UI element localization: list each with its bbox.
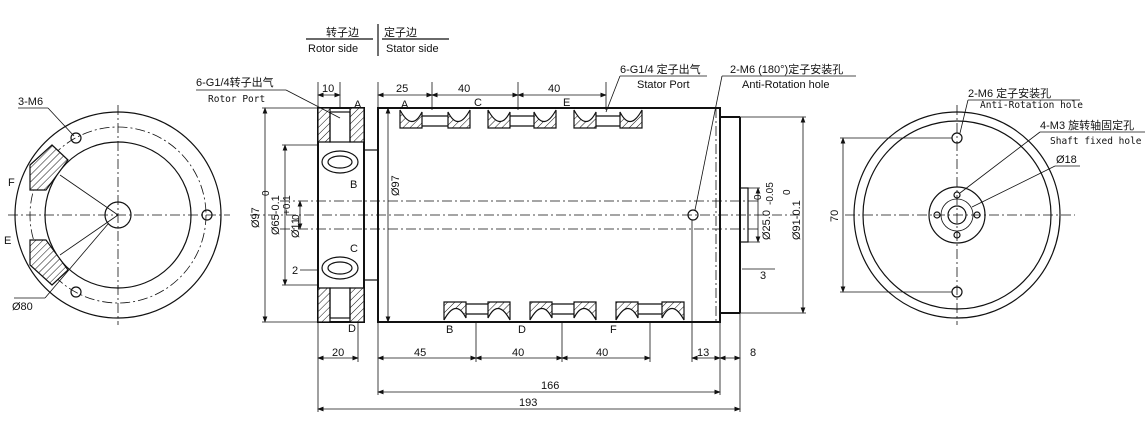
right-end-view: 70 2-M6 定子安装孔 Anti-Rotation hole 4-M3 旋转…: [829, 86, 1145, 325]
dia18: Ø18: [1056, 154, 1077, 166]
dim-bottom-45: 45: [414, 347, 426, 359]
groove-e-top: [573, 109, 597, 129]
dim-bottom-40-a: 40: [512, 347, 524, 359]
letter-b-bottom: B: [446, 324, 453, 336]
dim-3: 3: [760, 270, 766, 282]
left-end-view: 3-M6 F E Ø80: [4, 96, 230, 325]
stator-port-en: Stator Port: [637, 79, 690, 91]
label-e: E: [4, 235, 11, 247]
letter-b-rotor: B: [350, 179, 357, 191]
letter-c-rotor: C: [350, 243, 358, 255]
rotor-port-en: Rotor Port: [208, 94, 265, 105]
dim-phi97-mid: Ø97: [390, 175, 402, 196]
dim-0-left: 0: [261, 190, 272, 196]
shaft-hole-2: [973, 211, 981, 219]
groove-b-bottom: [443, 301, 467, 321]
anti-rotation-hole: [687, 209, 699, 221]
shaft-holes-cn: 4-M3 旋转轴固定孔: [1040, 118, 1134, 132]
letter-c-top: C: [474, 97, 482, 109]
letter-d-rotor: D: [348, 323, 356, 335]
letter-f-bottom: F: [610, 324, 617, 336]
letter-d-bottom: D: [518, 324, 526, 336]
front-section-view: Ø97 0 Ø65-0.1 +0.1 0 Ø11 Ø97 2 -0.05 Ø25…: [196, 62, 856, 412]
dim-bottom-40-b: 40: [596, 347, 608, 359]
mounting-hole-bottom: [70, 286, 82, 298]
dim-phi25: Ø25.0: [761, 210, 773, 240]
anti-rotation-cn: 2-M6 (180°)定子安装孔: [730, 62, 843, 76]
stator-side-en: Stator side: [386, 43, 439, 55]
dim-phi11-tol0: 0: [291, 214, 302, 220]
letter-e-top: E: [563, 97, 570, 109]
dim-phi91-0: 0: [782, 189, 793, 195]
mount-holes-cn: 2-M6 定子安装孔: [968, 86, 1051, 100]
dim-70: 70: [829, 210, 841, 222]
label-f: F: [8, 177, 15, 189]
dim-phi65: Ø65-0.1: [270, 195, 282, 235]
dim-top-40-b: 40: [548, 83, 560, 95]
groove-f-bottom: [615, 301, 639, 321]
mounting-hole-right: [201, 209, 213, 221]
label-dia80: Ø80: [12, 301, 33, 313]
port-f-section: [29, 144, 69, 191]
mount-holes-en: Anti-Rotation hole: [980, 100, 1083, 111]
dim-bottom-8: 8: [750, 347, 756, 359]
shaft-holes-en: Shaft fixed hole: [1050, 136, 1142, 147]
anti-rotation-en: Anti-Rotation hole: [742, 79, 829, 91]
dim-phi91: Ø91-0.1: [791, 200, 803, 240]
dim-phi11: Ø11: [290, 218, 302, 238]
shaft-hole-4: [933, 211, 941, 219]
dim-bottom-20: 20: [332, 347, 344, 359]
letter-a-stator: A: [401, 99, 409, 111]
rotor-side-en: Rotor side: [308, 43, 358, 55]
letter-a-rotor: A: [354, 99, 362, 111]
stator-side-cn: 定子边: [384, 25, 417, 39]
dim-top-10: 10: [322, 83, 334, 95]
dim-bottom-13: 13: [697, 347, 709, 359]
dim-phi11-tol: +0.1: [282, 195, 293, 215]
dim-phi25-tol: -0.05: [765, 182, 776, 205]
groove-c-top: [487, 109, 511, 129]
rotor-side-cn: 转子边: [326, 25, 359, 39]
dim-overall-193: 193: [519, 397, 537, 409]
groove-a-top: [399, 109, 423, 129]
port-e-section: [29, 239, 69, 286]
stator-port-cn: 6-G1/4 定子出气: [620, 62, 701, 76]
dim-phi25-tol0: 0: [753, 194, 764, 200]
dim-2: 2: [292, 265, 298, 277]
rotor-port-cn: 6-G1/4转子出气: [196, 75, 274, 89]
dim-top-25: 25: [396, 83, 408, 95]
dim-overall-166: 166: [541, 380, 559, 392]
shaft-hole-3: [953, 231, 961, 239]
label-3-m6: 3-M6: [18, 96, 43, 108]
dim-phi97-left: Ø97: [250, 207, 262, 228]
header: 转子边 Rotor side 定子边 Stator side: [306, 24, 449, 56]
shaft-hole-1: [953, 191, 961, 199]
dim-top-40-a: 40: [458, 83, 470, 95]
mounting-hole-top: [70, 132, 82, 144]
groove-d-bottom: [529, 301, 553, 321]
